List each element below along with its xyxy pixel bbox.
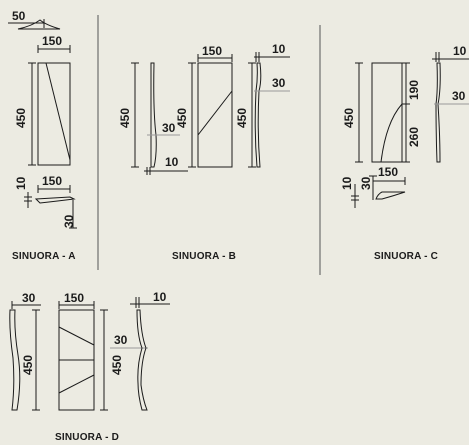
- cut-curve-c: [380, 103, 403, 163]
- caption-sinuora-c: SINUORA - C: [374, 251, 438, 262]
- dim-a-top-small: 50: [12, 9, 26, 23]
- dim-d-front-height: 450: [110, 355, 124, 375]
- dim-c-bottom-width: 150: [378, 165, 398, 179]
- profile-bottom-c: [375, 191, 406, 200]
- dim-c-bottom-depth: 30: [359, 176, 373, 190]
- dim-c-side-thickness: 10: [453, 44, 467, 58]
- profile-right-b: [254, 62, 262, 168]
- dim-b-side-thickness: 10: [272, 42, 286, 56]
- dim-c-upper: 190: [407, 80, 421, 100]
- dim-b-left-thickness: 10: [165, 155, 179, 169]
- panel-sinuora-d: 30 450 150 450 30 10 SINUORA - D: [9, 290, 170, 443]
- dim-b-side-height: 450: [235, 108, 249, 128]
- dim-d-front-width: 150: [64, 291, 84, 305]
- front-view-c: [371, 62, 403, 163]
- front-view-a: [37, 62, 71, 166]
- dim-d-side-depth: 30: [114, 333, 128, 347]
- profile-bottom-a: [34, 196, 76, 204]
- dim-c-bottom-thickness: 10: [340, 176, 354, 190]
- dim-b-side-depth: 30: [272, 76, 286, 90]
- dim-b-front-height: 450: [175, 108, 189, 128]
- panel-sinuora-a: 50 150 450 10 150 30 SINUORA - A: [8, 9, 77, 262]
- dim-c-side-depth: 30: [452, 89, 466, 103]
- dim-a-top-width: 150: [42, 34, 62, 48]
- panel-sinuora-b: 450 30 10 150 450 450 10 30 SINUORA - B: [118, 42, 290, 262]
- dim-d-left-height: 450: [21, 355, 35, 375]
- dim-a-bottom-thickness: 10: [14, 176, 28, 190]
- caption-sinuora-d: SINUORA - D: [55, 432, 119, 443]
- dim-a-bottom-depth: 30: [62, 214, 76, 228]
- dim-c-lower: 260: [407, 127, 421, 147]
- dim-c-left-height: 450: [342, 108, 356, 128]
- profile-left-b: [150, 62, 157, 168]
- dim-d-left-depth: 30: [22, 291, 36, 305]
- dim-b-front-width: 150: [202, 44, 222, 58]
- caption-sinuora-b: SINUORA - B: [172, 251, 236, 262]
- dim-d-side-thickness: 10: [153, 290, 167, 304]
- dim-a-bottom-width: 150: [42, 174, 62, 188]
- profile-left-d: [9, 309, 21, 411]
- profile-right-d: [136, 309, 148, 411]
- panel-sinuora-c: 450 190 260 10 30 10 30 150 SINUORA - C: [340, 44, 469, 262]
- cut-line-b: [197, 90, 233, 136]
- profile-right-c: [435, 62, 441, 163]
- cut-line-a: [45, 62, 71, 161]
- dim-b-left-height: 450: [118, 108, 132, 128]
- dim-a-height: 450: [14, 108, 28, 128]
- front-view-b: [197, 62, 233, 168]
- caption-sinuora-a: SINUORA - A: [12, 251, 76, 262]
- profile-top-a: 50: [8, 9, 61, 30]
- dim-b-left-depth: 30: [162, 121, 176, 135]
